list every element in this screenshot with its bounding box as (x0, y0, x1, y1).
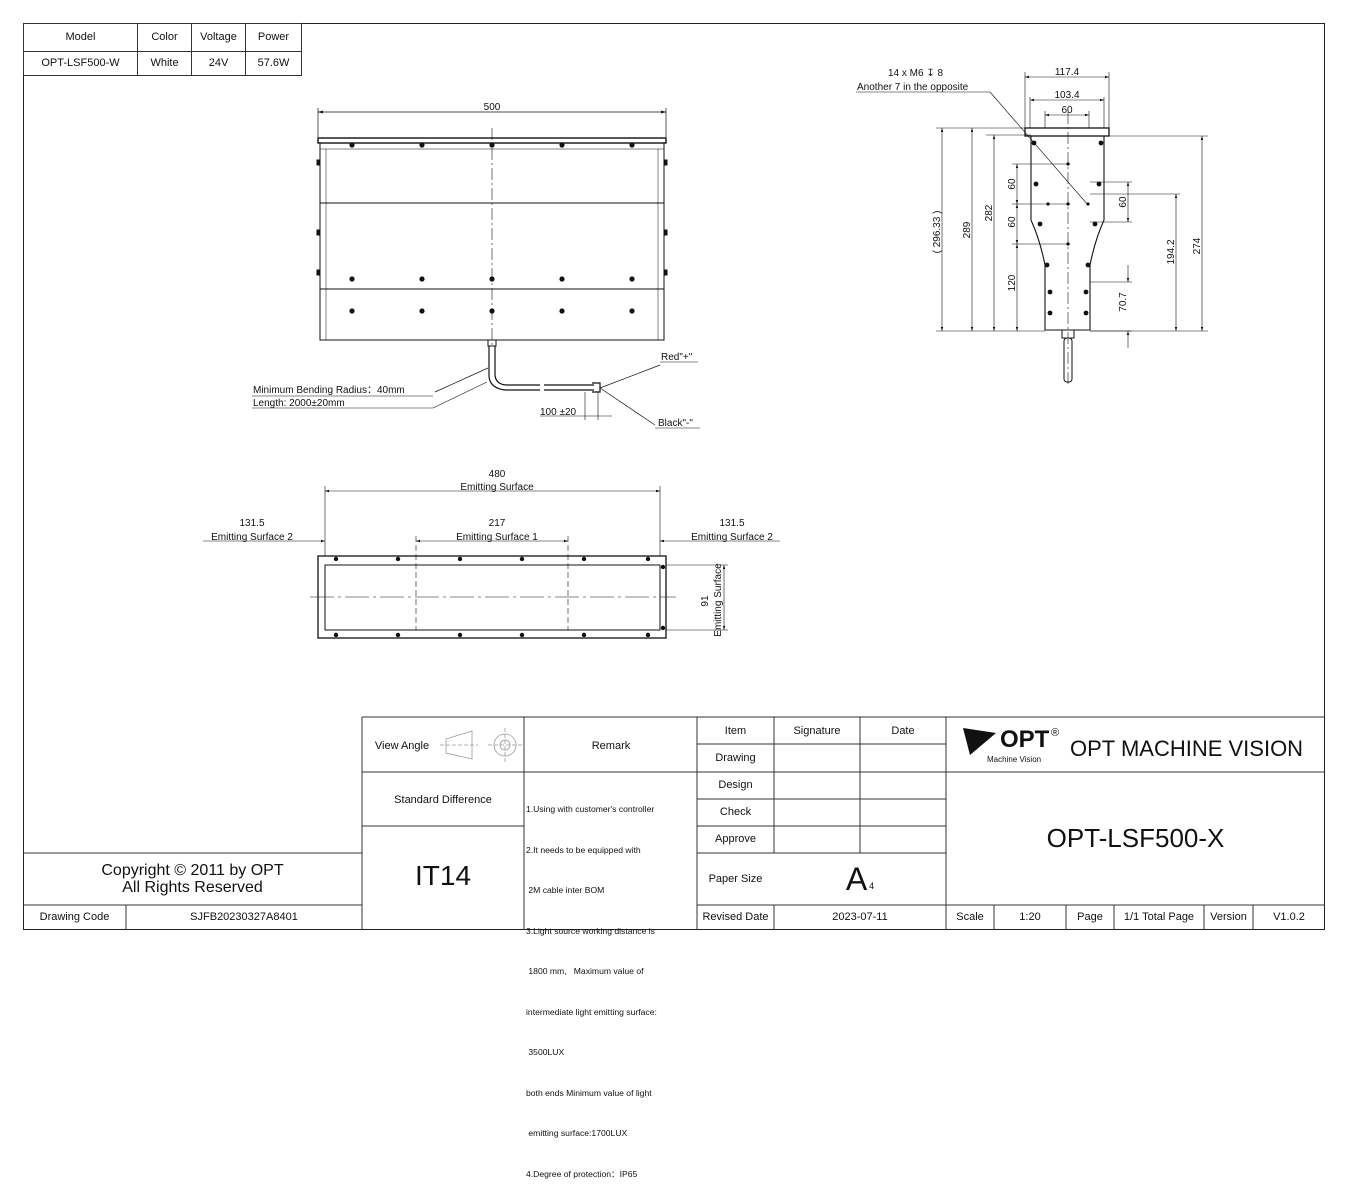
dim-120: 120 (1007, 274, 1018, 291)
design-row-label: Design (718, 779, 753, 792)
emitting-surface-1: Emitting Surface 1 (456, 532, 538, 543)
paper-size-number: 4 (869, 880, 875, 891)
drawing-code-label: Drawing Code (39, 911, 110, 924)
dim-480: 480 (489, 469, 506, 480)
standard-difference-label: Standard Difference (394, 793, 492, 806)
remark-header: Remark (591, 739, 631, 752)
side-view-holes (1031, 140, 1104, 316)
remark-line: 2.It needs to be equipped with (526, 844, 641, 855)
remark-line: both ends Minimum value of light (526, 1087, 652, 1098)
scale-value: 1:20 (1019, 911, 1041, 924)
front-view-holes (349, 142, 635, 314)
remark-line: 1800 mm, Maximum value of (526, 966, 644, 976)
view-angle-label: View Angle (374, 739, 430, 752)
copyright-line-1: Copyright © 2011 by OPT (101, 861, 284, 879)
page-value: 1/1 Total Page (1123, 911, 1195, 924)
dim-117-4: 117.4 (1055, 67, 1080, 78)
view-angle-icon (440, 728, 522, 762)
dim-60-top: 60 (1061, 105, 1073, 116)
version-label: Version (1210, 911, 1247, 924)
drawing-code-value: SJFB20230327A8401 (190, 911, 298, 924)
copyright-line-2: All Rights Reserved (122, 878, 263, 896)
title-block-grid (23, 716, 1325, 930)
emitting-surface-2-left: Emitting Surface 2 (211, 532, 293, 543)
tolerance-value: IT14 (414, 859, 472, 891)
dim-70-7: 70.7 (1118, 292, 1129, 312)
black-wire-label: Black"-" (658, 418, 693, 429)
item-header: Item (724, 724, 747, 737)
revised-date-label: Revised Date (702, 911, 769, 924)
screw-note-opposite: Another 7 in the opposite (857, 82, 969, 93)
screw-note: 14 x M6 ↧ 8 (888, 68, 944, 79)
remark-line: 2M cable inter BOM (526, 885, 605, 895)
page-label: Page (1077, 911, 1103, 924)
signature-header: Signature (793, 724, 841, 737)
dim-289: 289 (962, 221, 973, 238)
emitting-surface-vertical: Emitting Surface (713, 563, 724, 637)
logo-registered: ® (1051, 727, 1060, 739)
emitting-surface-2-right: Emitting Surface 2 (691, 532, 773, 543)
drawing-frame (23, 23, 1325, 930)
value-power: 57.6W (245, 51, 302, 76)
dim-194-2: 194.2 (1166, 239, 1177, 264)
cable-length-label: Length: 2000±20mm (253, 398, 345, 409)
dim-274: 274 (1192, 237, 1203, 254)
bend-radius-label: Minimum Bending Radius：40mm (253, 385, 405, 396)
model-number: OPT-LSF500-X (1046, 823, 1225, 854)
remark-line: emitting surface:1700LUX (526, 1128, 628, 1138)
drawing-row-label: Drawing (715, 752, 756, 765)
remark-line: 1.Using with customer's controller (526, 804, 655, 814)
dim-60-right: 60 (1118, 196, 1129, 208)
dim-282: 282 (984, 204, 995, 221)
dim-131-5-right: 131.5 (719, 518, 744, 529)
paper-size-value: A 4 (774, 853, 946, 905)
dim-131-5-left: 131.5 (239, 518, 264, 529)
remark-list: 1.Using with customer's controller 2.It … (526, 776, 696, 1195)
dim-217: 217 (489, 518, 506, 529)
version-value: V1.0.2 (1273, 911, 1305, 924)
logo-text: OPT (1000, 726, 1050, 753)
front-view (252, 108, 700, 429)
remark-line: 4.Degree of protection：IP65 (526, 1168, 638, 1179)
dim-60-a: 60 (1007, 178, 1018, 190)
remark-line: intermediate light emitting surface: (526, 1006, 657, 1017)
side-view (856, 72, 1208, 384)
dim-500: 500 (484, 102, 501, 113)
emitting-surface-label: Emitting Surface (460, 482, 534, 493)
paper-size-label: Paper Size (708, 872, 763, 885)
check-row-label: Check (719, 806, 752, 819)
opt-logo-icon (963, 728, 996, 755)
scale-label: Scale (956, 911, 984, 924)
red-wire-label: Red"+" (661, 352, 693, 363)
lead-dim-label: 100 ±20 (540, 407, 577, 418)
approve-row-label: Approve (715, 833, 756, 846)
dim-91: 91 (700, 595, 711, 607)
company-name: OPT MACHINE VISION (1070, 736, 1304, 761)
bottom-view (203, 486, 780, 639)
paper-size-letter: A (845, 860, 868, 897)
remark-line: 3.Light source working distance is (526, 925, 655, 936)
revised-date-value: 2023-07-11 (832, 911, 888, 924)
dim-60-b: 60 (1007, 216, 1018, 228)
bottom-view-holes (333, 556, 666, 638)
technical-drawing: 500 Minimum Bending Radius：40mm Length: … (23, 67, 1325, 930)
dim-296-33: ( 296.33 ) (932, 211, 943, 254)
logo-subtitle: Machine Vision (987, 755, 1042, 764)
dim-103-4: 103.4 (1054, 90, 1079, 101)
date-header: Date (891, 724, 915, 737)
remark-line: 3500LUX (526, 1047, 565, 1057)
